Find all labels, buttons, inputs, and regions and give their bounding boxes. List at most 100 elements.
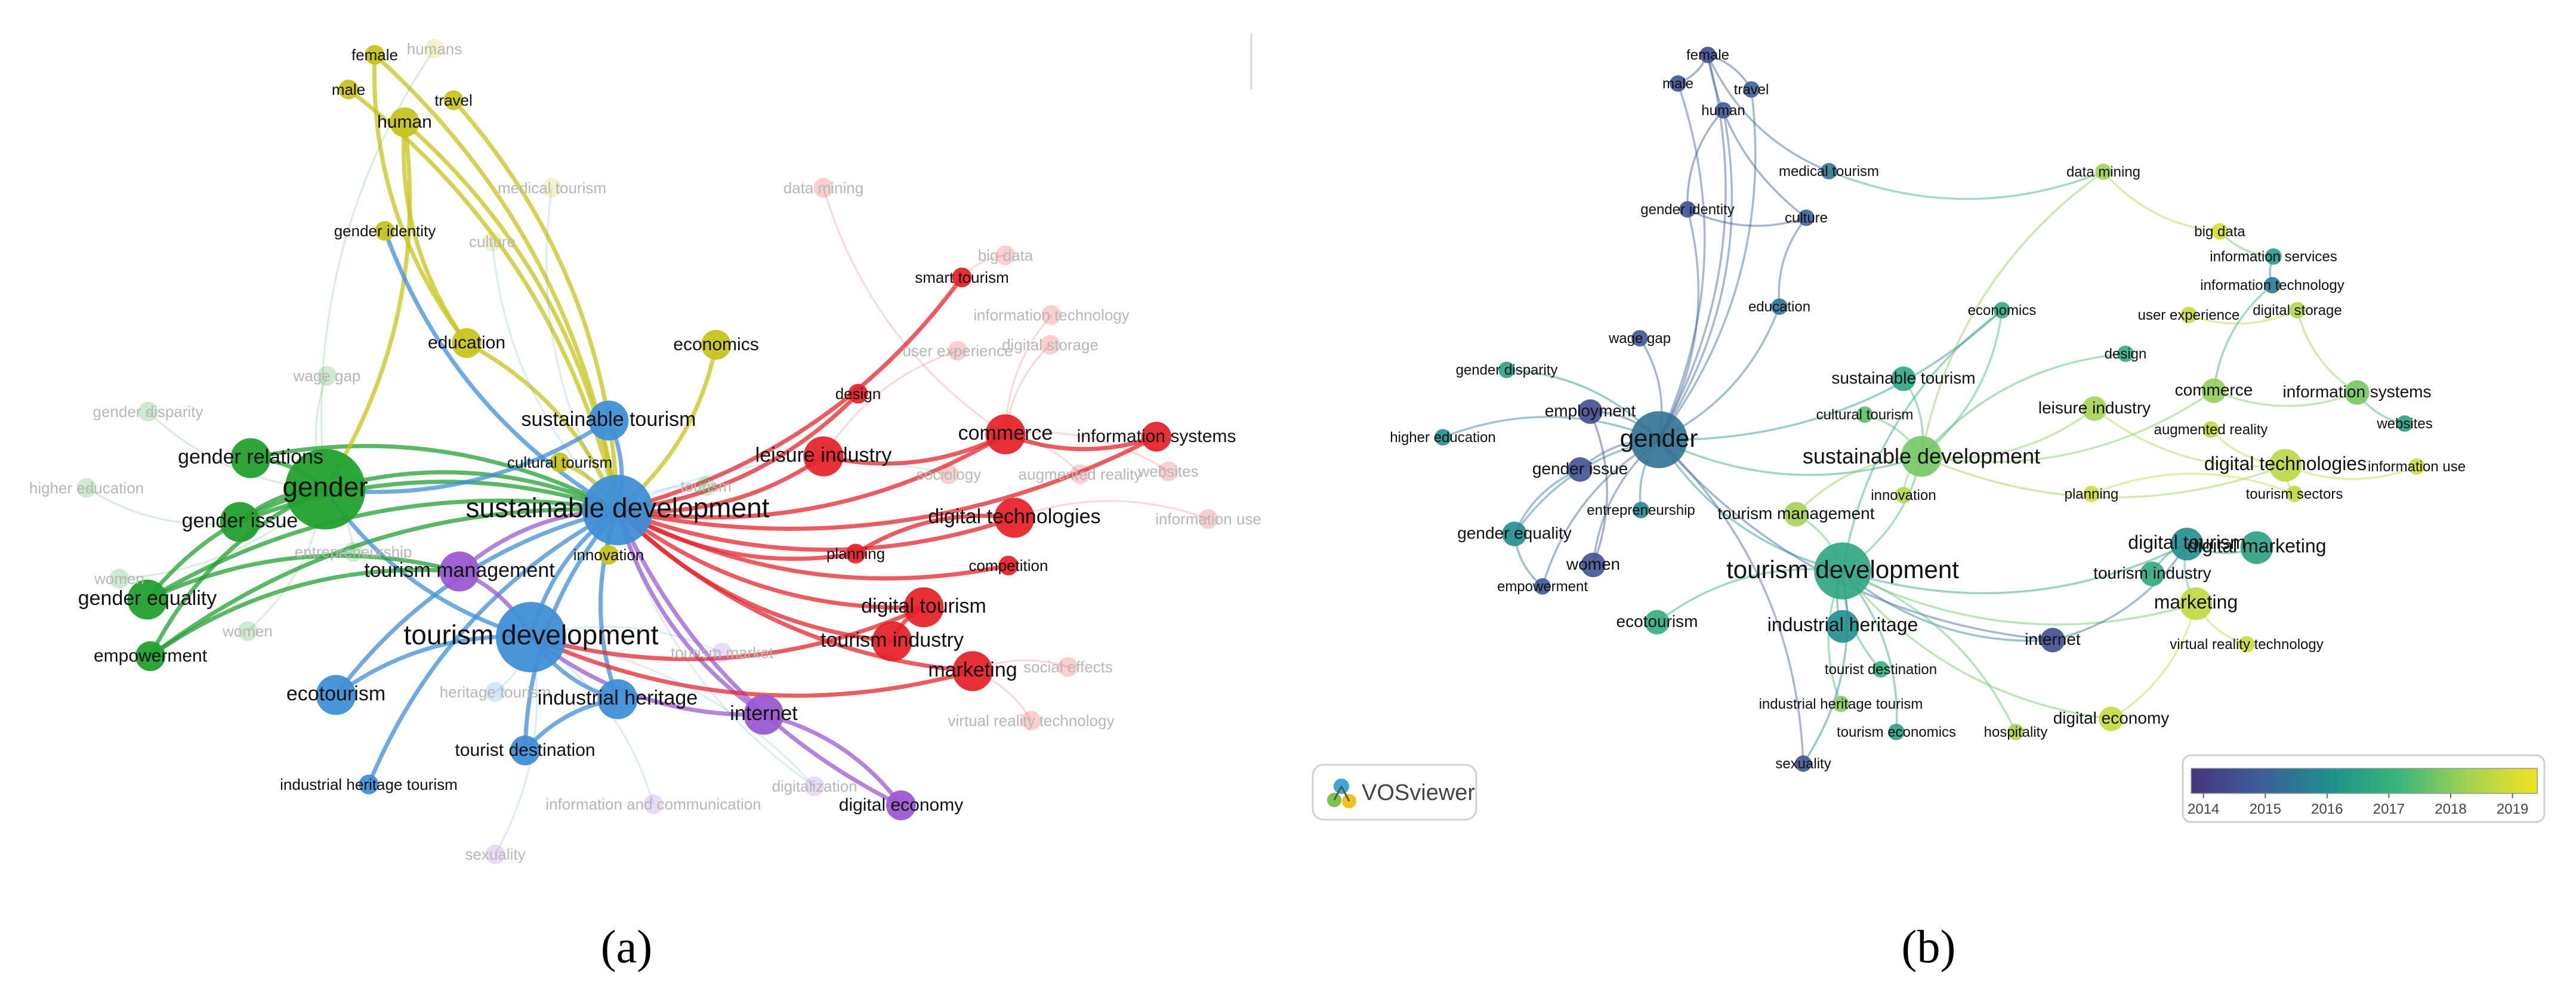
link — [763, 712, 903, 807]
node-female — [1699, 47, 1716, 63]
link — [1920, 353, 2126, 458]
node-tourism-industry — [2140, 561, 2165, 586]
node-gender-disparity — [138, 401, 158, 422]
node-cultural-tourism — [1856, 406, 1873, 423]
node-label-humans: humans — [407, 40, 462, 58]
node-label-marketing: marketing — [2154, 591, 2238, 613]
link — [616, 508, 1009, 581]
node-label-industrial-heritage: industrial heritage — [538, 687, 698, 709]
link — [1842, 570, 2017, 733]
node-design — [2117, 345, 2134, 362]
link — [2052, 543, 2188, 641]
node-economics — [701, 330, 731, 360]
node-label-women: women — [94, 570, 144, 588]
node-label-information-use: information use — [2368, 459, 2466, 475]
link — [1920, 310, 2003, 458]
node-female — [365, 45, 385, 65]
node-gender — [285, 449, 366, 530]
node-commerce — [2201, 378, 2226, 403]
node-employment — [1578, 399, 1603, 424]
link — [250, 444, 619, 512]
node-label-culture: culture — [1785, 210, 1828, 226]
node-label-design: design — [2105, 346, 2147, 362]
node-tourism-development — [496, 602, 566, 672]
node-label-male: male — [1662, 76, 1693, 92]
link — [1658, 83, 1706, 440]
link — [401, 122, 468, 345]
node-entrepreneurship — [1633, 502, 1649, 518]
node-virtual-reality-technology — [1021, 710, 1041, 731]
node-human — [390, 107, 419, 137]
node-tourism-economics — [1888, 724, 1905, 740]
node-label-commerce: commerce — [958, 422, 1053, 444]
node-design — [848, 384, 868, 404]
node-information-systems — [2344, 380, 2370, 405]
node-label-digital-tourism: digital tourism — [2128, 532, 2245, 553]
node-label-women: women — [1566, 555, 1620, 573]
node-hospitality — [2007, 724, 2024, 740]
node-women — [237, 621, 258, 641]
node-industrial-heritage — [1826, 610, 1859, 643]
link — [382, 230, 619, 512]
link — [366, 508, 619, 786]
link — [530, 635, 973, 698]
node-label-gender-identity: gender identity — [1640, 202, 1734, 218]
node-medical-tourism — [1821, 163, 1837, 180]
colorbar-tick-label: 2016 — [2311, 801, 2343, 817]
node-sexuality — [485, 844, 505, 864]
link — [1707, 54, 1807, 219]
node-label-information-technology: information technology — [973, 306, 1130, 324]
node-information-use — [1198, 509, 1218, 529]
node-label-user-experience: user experience — [903, 342, 1013, 360]
node-entrepreneurship — [343, 542, 363, 562]
node-label-information-use: information use — [1155, 510, 1261, 528]
node-gender — [1630, 411, 1687, 468]
node-digital-marketing — [2240, 531, 2273, 564]
node-label-social-effects: social effects — [1023, 658, 1113, 676]
link — [617, 434, 1158, 531]
link — [2102, 171, 2220, 233]
link — [1686, 109, 1724, 210]
node-label-sociology: sociology — [917, 465, 981, 483]
caption-a: (a) — [601, 920, 653, 972]
node-sustainable-development — [582, 475, 653, 545]
node-label-gender-issue: gender issue — [1532, 459, 1628, 478]
node-medical-tourism — [542, 178, 562, 198]
node-label-entrepreneurship: entrepreneurship — [295, 543, 412, 561]
link — [149, 507, 618, 658]
link — [403, 121, 620, 511]
node-culture — [1798, 209, 1815, 226]
node-label-tourism-market: tourism market — [671, 644, 774, 662]
node-education — [1771, 298, 1788, 315]
node-digitalization — [804, 776, 825, 796]
node-tourism — [696, 476, 716, 496]
node-ecotourism — [1645, 610, 1670, 635]
node-information-use — [2408, 458, 2425, 475]
node-label-digital-economy: digital economy — [2053, 709, 2170, 727]
node-economics — [1994, 302, 2010, 319]
node-label-digital-technologies: digital technologies — [2204, 453, 2367, 474]
node-digital-economy — [2099, 706, 2124, 731]
node-label-hospitality: hospitality — [1984, 724, 2048, 740]
node-planning — [2083, 486, 2100, 502]
node-label-tourism-industry: tourism industry — [820, 629, 964, 651]
node-internet — [744, 694, 784, 735]
node-empowerment — [135, 641, 165, 671]
node-augmented-reality — [1070, 464, 1090, 484]
node-tourism-management — [1784, 502, 1809, 527]
panel-b-links — [1442, 54, 2417, 764]
node-cultural-tourism — [550, 452, 570, 472]
node-gender-identity — [375, 221, 395, 241]
link — [2285, 464, 2417, 480]
node-culture — [482, 231, 502, 252]
colorbar-tick-label: 2015 — [2250, 801, 2281, 817]
node-label-innovation: innovation — [573, 546, 644, 564]
node-label-education: education — [1748, 299, 1810, 315]
node-augmented-reality — [2202, 421, 2219, 438]
node-travel — [443, 90, 464, 110]
node-digital-tourism — [903, 587, 944, 628]
node-label-human: human — [377, 112, 432, 132]
node-label-big-data: big data — [2194, 224, 2245, 240]
node-label-industrial-heritage-tourism: industrial heritage tourism — [280, 776, 458, 793]
link — [86, 487, 240, 525]
